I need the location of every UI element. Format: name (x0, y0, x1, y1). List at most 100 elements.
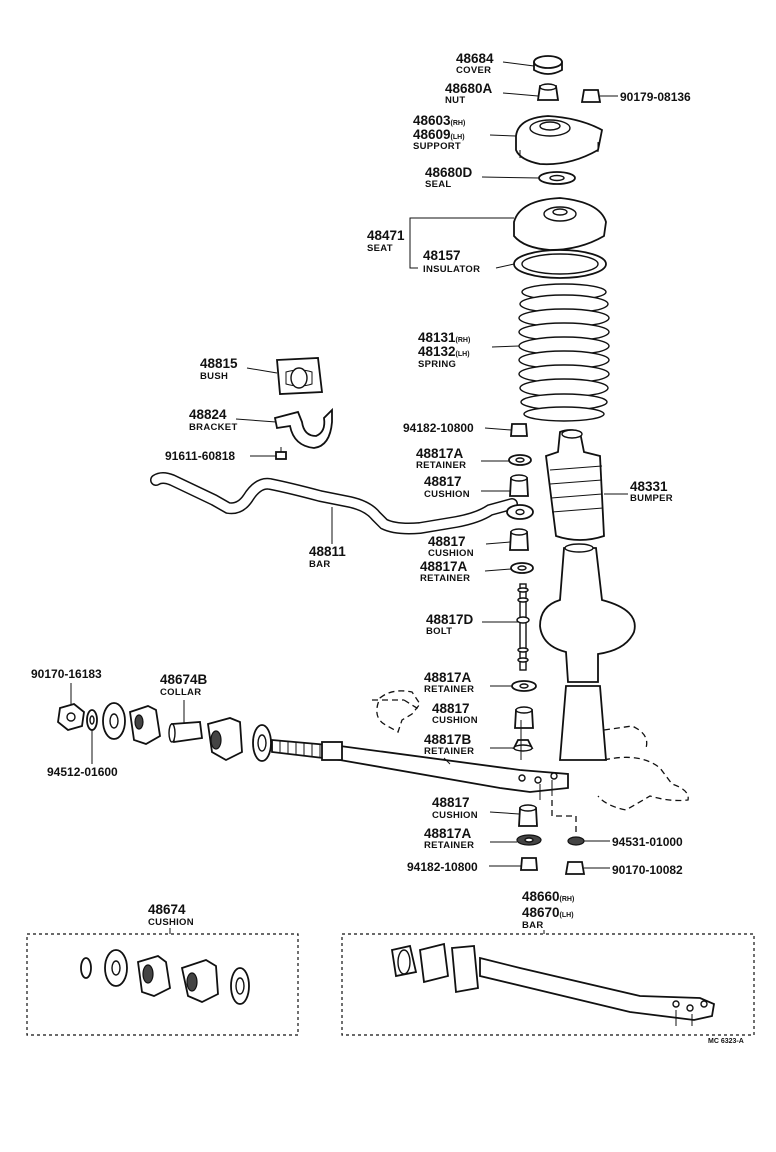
svg-text:48817A: 48817A (424, 670, 472, 685)
strut-bar-label: 48660(RH) 48670(LH) BAR (522, 889, 574, 934)
svg-text:48131(RH): 48131(RH) (418, 330, 470, 345)
svg-text:BOLT: BOLT (426, 626, 452, 637)
cushion-4-part (518, 804, 538, 827)
retainer-b-part (512, 739, 534, 752)
svg-text:CUSHION: CUSHION (424, 489, 470, 500)
svg-text:BAR: BAR (522, 920, 543, 931)
svg-text:48674B: 48674B (160, 672, 208, 687)
retainer-2-part (510, 562, 534, 574)
stab-nut-label: 94182-10800 (403, 421, 512, 435)
svg-text:48157: 48157 (423, 248, 461, 263)
retainer-3-part (511, 680, 537, 692)
svg-text:SUPPORT: SUPPORT (413, 141, 461, 152)
svg-text:SEAL: SEAL (425, 179, 452, 190)
spring-part (518, 283, 610, 422)
strut-cushion-rear (206, 717, 272, 762)
bush-label: 48815 BUSH (200, 356, 278, 382)
svg-text:48674: 48674 (148, 902, 186, 917)
svg-text:48817D: 48817D (426, 612, 474, 627)
svg-text:RETAINER: RETAINER (424, 684, 474, 695)
svg-text:48817: 48817 (428, 534, 466, 549)
bumper-label: 48331 BUMPER (604, 479, 673, 504)
retainer-1-part (508, 454, 532, 466)
retainer-4-label: 48817A RETAINER (424, 826, 517, 851)
bolt-label: 48817D BOLT (426, 612, 518, 637)
svg-text:48817: 48817 (424, 474, 462, 489)
strut-bar-box (341, 933, 755, 1036)
svg-text:COVER: COVER (456, 65, 491, 76)
svg-text:RETAINER: RETAINER (416, 460, 466, 471)
bracket-label: 48824 BRACKET (189, 407, 277, 433)
svg-text:RETAINER: RETAINER (420, 573, 470, 584)
svg-text:48684: 48684 (456, 51, 494, 66)
svg-text:INSULATOR: INSULATOR (423, 264, 480, 275)
svg-text:BUSH: BUSH (200, 371, 228, 382)
svg-text:48609(LH): 48609(LH) (413, 127, 465, 142)
support-part (515, 115, 604, 166)
svg-text:48817A: 48817A (420, 559, 468, 574)
strut-bar-assembly (390, 942, 716, 1026)
svg-text:94531-01000: 94531-01000 (612, 835, 683, 849)
washer-label: 94512-01600 (47, 730, 118, 779)
retainer-4-part (516, 834, 542, 846)
svg-text:BRACKET: BRACKET (189, 422, 238, 433)
svg-text:94182-10800: 94182-10800 (407, 860, 478, 874)
drawing-reference: MC 6323-A (708, 1038, 744, 1045)
collar-label: 48674B COLLAR (160, 672, 208, 724)
svg-text:48817A: 48817A (416, 446, 464, 461)
svg-text:SPRING: SPRING (418, 359, 456, 370)
retainer-1-label: 48817A RETAINER (416, 446, 509, 471)
bumper-part (545, 429, 605, 541)
svg-text:48331: 48331 (630, 479, 668, 494)
svg-text:COLLAR: COLLAR (160, 687, 201, 698)
cushion-4-label: 48817 CUSHION (432, 795, 520, 821)
cushion-1-part (509, 474, 529, 497)
svg-text:90170-10082: 90170-10082 (612, 863, 683, 877)
lock-nut-part (564, 861, 586, 875)
svg-text:90179-08136: 90179-08136 (620, 90, 691, 104)
seat-insulator-label: 48471 SEAT 48157 INSULATOR (367, 217, 515, 275)
nut-part (536, 83, 560, 101)
strut-cushion-front (102, 702, 161, 745)
retainer-2-label: 48817A RETAINER (420, 559, 512, 584)
insulator-part (513, 249, 607, 279)
stabilizer-bar-label: 48811 BAR (309, 507, 346, 570)
bracket-bolt-part (275, 447, 287, 460)
seal-label: 48680D SEAL (425, 165, 540, 190)
svg-text:48680D: 48680D (425, 165, 473, 180)
bolt-part (516, 583, 530, 671)
svg-text:CUSHION: CUSHION (432, 810, 478, 821)
svg-text:SEAT: SEAT (367, 243, 393, 254)
small-nut-part (580, 89, 602, 103)
cushion-set-label: 48674 CUSHION (148, 902, 194, 934)
cushion-1-label: 48817 CUSHION (424, 474, 510, 500)
lock-washer-part (551, 800, 585, 846)
strut-rod (271, 720, 569, 800)
bracket-bolt-label: 91611-60818 (165, 449, 276, 463)
svg-text:94182-10800: 94182-10800 (403, 421, 474, 435)
svg-text:48680A: 48680A (445, 81, 493, 96)
support-label: 48603(RH) 48609(LH) SUPPORT (413, 113, 517, 152)
seal-part (538, 171, 576, 185)
cover-label: 48684 COVER (456, 51, 535, 76)
bottom-nut-label: 94182-10800 (407, 860, 521, 874)
svg-text:48670(LH): 48670(LH) (522, 905, 574, 920)
svg-text:48471: 48471 (367, 228, 405, 243)
strut-body (539, 543, 636, 761)
svg-text:RETAINER: RETAINER (424, 746, 474, 757)
cushion-set-parts (80, 949, 250, 1005)
bottom-nut-part (520, 857, 538, 871)
svg-text:48815: 48815 (200, 356, 238, 371)
knuckle-outline (372, 690, 689, 811)
svg-text:48811: 48811 (309, 544, 346, 559)
svg-text:48817A: 48817A (424, 826, 472, 841)
seat-part (513, 197, 607, 251)
svg-text:RETAINER: RETAINER (424, 840, 474, 851)
svg-text:CUSHION: CUSHION (432, 715, 478, 726)
washer-part (86, 709, 98, 731)
cushion-2-label: 48817 CUSHION (428, 534, 511, 559)
svg-text:48603(RH): 48603(RH) (413, 113, 465, 128)
svg-text:48817: 48817 (432, 701, 470, 716)
svg-text:48824: 48824 (189, 407, 227, 422)
bracket-part (273, 407, 333, 449)
